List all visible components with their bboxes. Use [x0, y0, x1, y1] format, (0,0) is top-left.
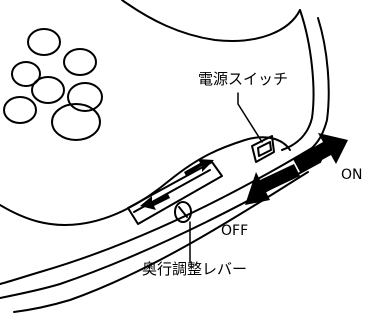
lever-knob-detail	[178, 206, 188, 218]
lever-slot	[127, 161, 223, 225]
keypad-button	[31, 76, 65, 104]
off-label: OFF	[221, 223, 249, 239]
keypad-button	[3, 96, 37, 124]
body-base-upper	[0, 147, 313, 285]
on-label: ON	[341, 167, 363, 183]
off-arrow-icon	[245, 164, 300, 205]
power-switch-leader	[237, 92, 263, 143]
keypad-button	[67, 82, 103, 112]
on-arrow-icon	[293, 133, 348, 172]
power-switch-detail	[257, 141, 272, 157]
power-switch-label: 電源スイッチ	[198, 70, 289, 88]
keypad-button	[27, 28, 61, 56]
panel-curve	[0, 136, 291, 226]
keypad-button	[51, 103, 101, 141]
depth-lever-label: 奥行調整レバー	[142, 260, 248, 278]
top-recess-edge	[121, 0, 301, 42]
keypad-button	[63, 48, 97, 76]
lever-slide-arrow-icon	[140, 159, 214, 210]
lever-knob	[174, 201, 192, 223]
keypad-button	[11, 61, 41, 87]
housing-right-inner-edge	[281, 9, 315, 151]
housing-right-edge	[311, 17, 330, 149]
power-switch	[251, 135, 275, 163]
